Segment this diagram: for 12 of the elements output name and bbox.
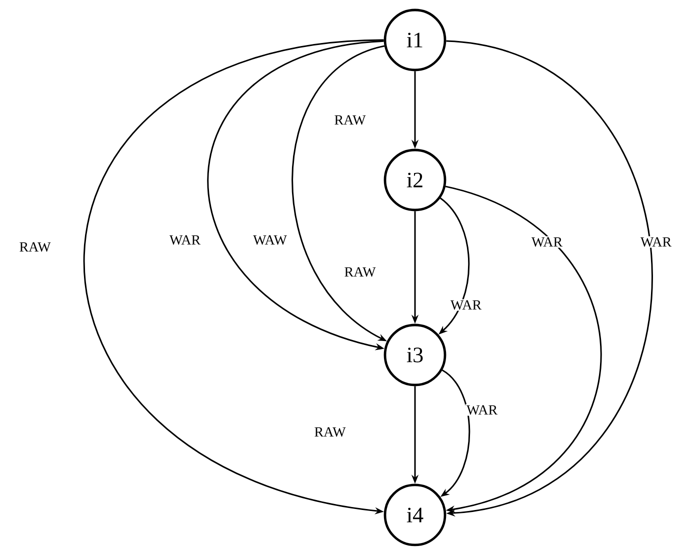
edge-label: RAW — [18, 241, 52, 253]
arrow — [445, 186, 602, 513]
edge-label: WAW — [252, 234, 288, 246]
edge-label: RAW — [343, 266, 377, 278]
edge-label: RAW — [333, 114, 367, 126]
edge-label: WAR — [465, 404, 499, 416]
edge-label: WAR — [168, 234, 202, 246]
edge-label: WAR — [530, 236, 564, 248]
edge-label: RAW — [313, 426, 347, 438]
arrow — [446, 40, 653, 517]
edge-label: WAR — [639, 236, 673, 248]
edge-label: WAR — [449, 299, 483, 311]
